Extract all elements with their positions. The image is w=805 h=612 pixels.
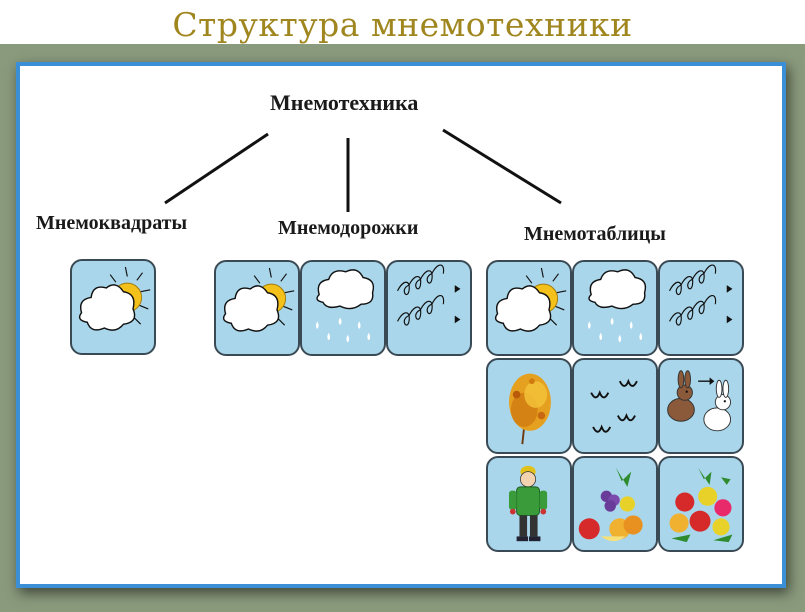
sun-cloud-card bbox=[70, 259, 156, 355]
flying-birds-card bbox=[572, 358, 658, 454]
hare-change-icon bbox=[667, 370, 732, 432]
vegetables-icon bbox=[669, 467, 733, 543]
autumn-tree-icon bbox=[508, 373, 551, 445]
flying-birds-icon bbox=[590, 378, 638, 433]
sun-cloud-card bbox=[486, 260, 572, 356]
page-title: Структура мнемотехники bbox=[172, 5, 633, 44]
wind-card bbox=[658, 260, 744, 356]
rain-cloud-card bbox=[300, 260, 386, 356]
dressed-child-card bbox=[486, 456, 572, 552]
rain-cloud-icon bbox=[302, 262, 384, 354]
sun-cloud-icon bbox=[216, 262, 298, 354]
wind-card bbox=[386, 260, 472, 356]
sun-cloud-icon bbox=[72, 261, 154, 353]
rain-cloud-card bbox=[572, 260, 658, 356]
hare-change-card bbox=[658, 358, 744, 454]
rain-cloud-icon bbox=[574, 262, 656, 354]
autumn-tree-card bbox=[486, 358, 572, 454]
branch-label-mnemosquares: Мнемоквадраты bbox=[36, 212, 188, 234]
branch-label-mnemotracks: Мнемодорожки bbox=[278, 217, 419, 239]
wind-icon bbox=[388, 262, 470, 354]
dressed-child-icon bbox=[508, 465, 548, 542]
vegetables-card bbox=[658, 456, 744, 552]
root-node-label: Мнемотехника bbox=[270, 90, 419, 115]
fruits-icon bbox=[578, 467, 643, 542]
sun-cloud-card bbox=[214, 260, 300, 356]
wind-icon bbox=[660, 262, 742, 354]
sun-cloud-icon bbox=[488, 262, 570, 354]
branch-label-mnemotables: Мнемотаблицы bbox=[524, 223, 666, 245]
fruits-card bbox=[572, 456, 658, 552]
